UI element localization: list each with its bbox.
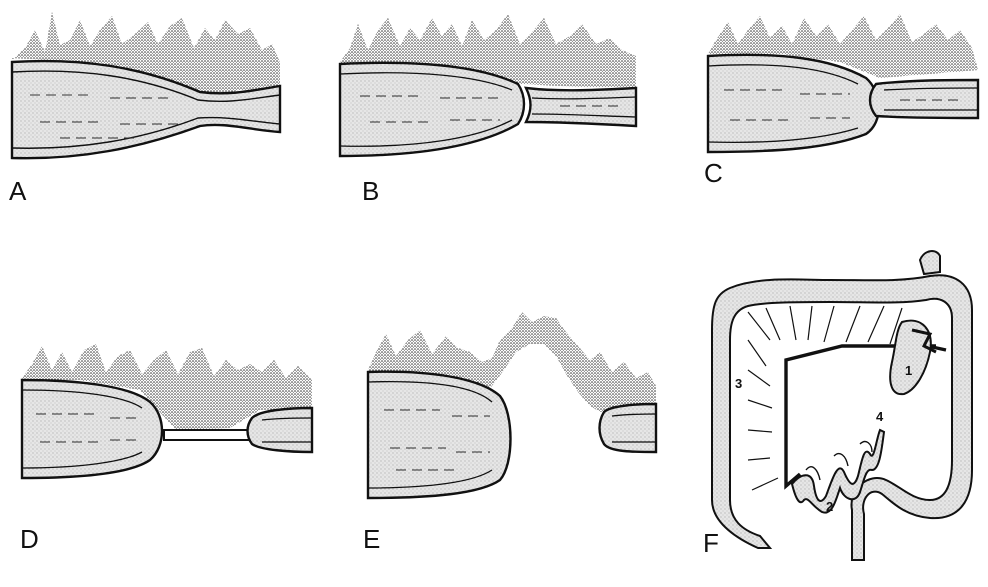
panel-label-a: A: [9, 178, 26, 204]
panel-label-d: D: [20, 526, 39, 552]
panel-label-c: C: [704, 160, 723, 186]
panel-e-distal-bowel: [600, 404, 657, 452]
panel-f-marker-4: 4: [876, 410, 883, 423]
panel-f-marker-1: 1: [905, 364, 912, 377]
panel-d-drawing: [22, 344, 312, 478]
panel-c-proximal-bowel: [708, 55, 879, 152]
panel-label-f: F: [703, 530, 719, 556]
panel-f-marker-2: 2: [826, 500, 833, 513]
panel-f-colon-frame: [712, 275, 972, 560]
panel-a-drawing: [12, 12, 280, 158]
panel-c-drawing: [708, 14, 978, 152]
panel-d-fibrous-cord: [164, 430, 252, 440]
panel-f-appendix-stump: [920, 251, 940, 274]
panel-f-drawing: [712, 251, 972, 560]
panel-f-marker-3: 3: [735, 377, 742, 390]
panel-e-proximal-bowel: [368, 372, 511, 498]
panel-label-e: E: [363, 526, 380, 552]
panel-d-proximal-bowel: [22, 380, 162, 478]
panel-b-distal-bowel: [526, 88, 636, 126]
panel-f-apple-peel-coil: [792, 430, 884, 513]
panel-b-drawing: [340, 14, 636, 156]
panel-c-distal-bowel: [870, 80, 978, 118]
panel-label-b: B: [362, 178, 379, 204]
panel-e-drawing: [368, 312, 656, 498]
panel-d-distal-bowel: [248, 408, 313, 452]
